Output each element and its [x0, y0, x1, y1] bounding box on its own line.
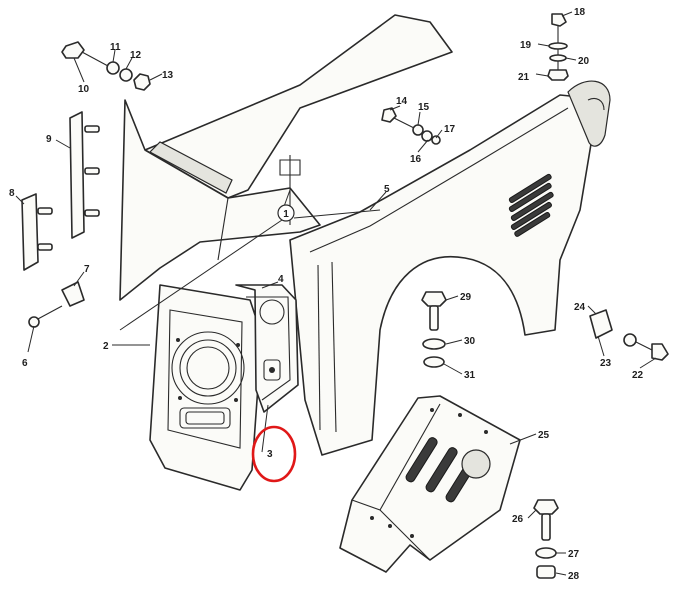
callout-4: 4 — [278, 274, 284, 285]
callout-24: 24 — [574, 302, 586, 313]
callout-7: 7 — [84, 264, 90, 275]
callout-2: 2 — [103, 341, 109, 352]
callout-8: 8 — [9, 188, 15, 199]
outer-wing-panel — [289, 80, 611, 456]
callout-19: 19 — [520, 40, 532, 51]
callout-9: 9 — [46, 134, 52, 145]
callout-28: 28 — [568, 571, 580, 582]
callout-30: 30 — [464, 336, 476, 347]
callout-15: 15 — [418, 102, 430, 113]
callout-5: 5 — [384, 184, 390, 195]
callout-labels: 1 2 3 4 5 6 7 8 9 10 11 12 13 14 15 16 1… — [9, 7, 644, 582]
highlight-ellipse — [251, 425, 297, 483]
wing-bracket — [235, 284, 299, 413]
callout-22: 22 — [632, 370, 644, 381]
callout-1: 1 — [283, 209, 289, 220]
callout-6: 6 — [22, 358, 28, 369]
callout-29: 29 — [460, 292, 472, 303]
callout-20: 20 — [578, 56, 590, 67]
callout-17: 17 — [444, 124, 456, 135]
headlamp-panel — [149, 284, 263, 491]
callout-13: 13 — [162, 70, 174, 81]
clip-and-screw-6-7 — [28, 281, 85, 328]
callout-ring-1 — [277, 204, 295, 222]
callout-25: 25 — [538, 430, 550, 441]
mud-shield — [339, 395, 521, 573]
callout-23: 23 — [600, 358, 612, 369]
callout-26: 26 — [512, 514, 524, 525]
fastener-group-29-31 — [421, 291, 447, 368]
callout-3: 3 — [267, 449, 273, 460]
fastener-group-10-13 — [61, 41, 151, 91]
fastener-group-22-24 — [589, 309, 669, 361]
callout-10: 10 — [78, 84, 90, 95]
callout-31: 31 — [464, 370, 476, 381]
stud-plate-9 — [69, 111, 100, 239]
callout-27: 27 — [568, 549, 580, 560]
callout-14: 14 — [396, 96, 408, 107]
callout-12: 12 — [130, 50, 142, 61]
callout-11: 11 — [110, 42, 121, 53]
fastener-group-26-28 — [533, 499, 559, 579]
wing-louvres — [508, 173, 554, 237]
stud-plate-8 — [21, 193, 53, 271]
fastener-group-14-17 — [381, 107, 441, 145]
upper-wing-panel — [144, 14, 453, 199]
callout-16: 16 — [410, 154, 422, 165]
leader-lines — [15, 11, 657, 576]
fastener-group-18-21 — [547, 13, 569, 81]
callout-21: 21 — [518, 72, 530, 83]
callout-18: 18 — [574, 7, 586, 18]
